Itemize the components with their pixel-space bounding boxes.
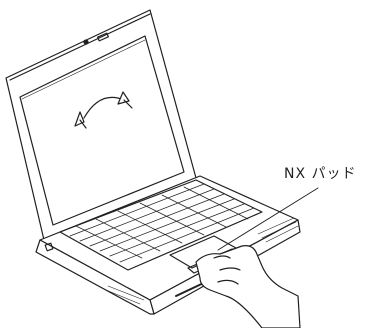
nx-pad-label: NX パッド [284, 163, 357, 183]
hand-illustration [196, 246, 300, 328]
camera-dot [84, 40, 88, 44]
